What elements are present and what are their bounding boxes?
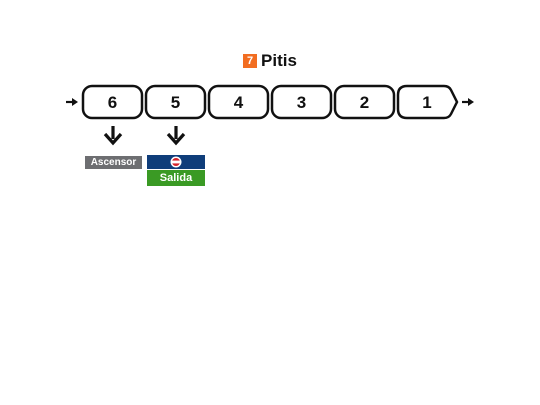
train-car-2: 2 bbox=[333, 84, 396, 120]
train-car-6: 6 bbox=[81, 84, 144, 120]
car-number: 5 bbox=[171, 93, 180, 112]
metro-logo-icon-shape bbox=[170, 156, 182, 168]
train-car-1-lead: 1 bbox=[396, 84, 459, 120]
car-number: 1 bbox=[422, 93, 431, 112]
station-name: Pitis bbox=[261, 51, 297, 70]
car-number: 3 bbox=[297, 93, 306, 112]
train-car-4: 4 bbox=[207, 84, 270, 120]
down-arrow-icon bbox=[103, 126, 123, 146]
elevator-label: Ascensor bbox=[85, 156, 142, 169]
train-car-3: 3 bbox=[270, 84, 333, 120]
train-car-5: 5 bbox=[144, 84, 207, 120]
station-header: 7 Pitis bbox=[0, 50, 540, 72]
direction-arrow-left-icon bbox=[66, 98, 78, 106]
down-arrow-icon bbox=[166, 126, 186, 146]
metro-logo-icon bbox=[147, 155, 205, 169]
car-number: 4 bbox=[234, 93, 244, 112]
car-number: 2 bbox=[360, 93, 369, 112]
line-number-badge: 7 bbox=[243, 54, 258, 68]
exit-label: Salida bbox=[147, 170, 205, 186]
car-number: 6 bbox=[108, 93, 117, 112]
direction-arrow-right-icon bbox=[462, 98, 474, 106]
